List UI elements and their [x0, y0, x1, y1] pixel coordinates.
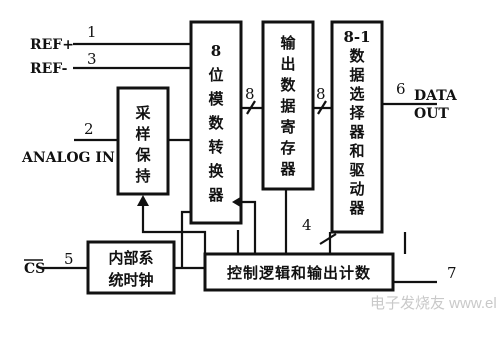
- label-cs: CS: [24, 261, 45, 277]
- block-char: 据: [280, 97, 295, 115]
- block-char: 器: [348, 199, 365, 217]
- block-char: 和: [349, 142, 364, 160]
- pin-count: 7: [447, 264, 457, 282]
- control-logic-block: [203, 252, 395, 292]
- block-char: 8: [211, 42, 221, 60]
- pin-ctrl-bus: 4: [302, 216, 312, 234]
- pin-data-out: 6: [396, 80, 406, 98]
- control-to-sh-line: [141, 200, 207, 268]
- block-char: 据: [349, 66, 364, 84]
- block-char: 择: [349, 104, 365, 122]
- block-char: 8-1: [343, 28, 370, 46]
- sh-arrow-icon: [137, 195, 149, 206]
- block-char: 转: [208, 138, 223, 156]
- control-label: 控制逻辑和输出计数: [227, 264, 371, 282]
- block-char: 数: [208, 114, 224, 132]
- label-ref-plus: REF+: [30, 37, 74, 53]
- label-ref-minus: REF-: [30, 61, 68, 77]
- block-char: 持: [135, 167, 150, 185]
- adc-arrow-icon: [232, 196, 242, 208]
- block-char: 位: [208, 66, 223, 84]
- block-char: 换: [208, 162, 224, 180]
- pin-ref-plus: 1: [87, 23, 97, 41]
- block-char: 输: [280, 34, 296, 52]
- block-char: 数: [349, 47, 365, 65]
- pin-cs: 5: [64, 250, 74, 268]
- clock-to-adc-line: [180, 210, 191, 268]
- clock-label-line2: 统时钟: [108, 271, 153, 289]
- bus-slash-2: [317, 100, 327, 115]
- block-char: 出: [280, 55, 295, 73]
- bus-slash-1: [246, 100, 256, 115]
- bus-slash-3: [319, 233, 337, 245]
- pin-bus-register: 8: [316, 85, 326, 103]
- pin-analog-in: 2: [84, 120, 94, 138]
- output-register-block: [261, 20, 315, 191]
- pin-bus-adc: 8: [245, 85, 255, 103]
- adc-block: [189, 20, 243, 225]
- label-data-out-2: OUT: [414, 106, 449, 122]
- block-char: 保: [134, 146, 151, 164]
- block-char: 器: [348, 123, 365, 141]
- block-char: 存: [280, 139, 295, 157]
- block-char: 器: [207, 186, 224, 204]
- pin-ref-minus: 3: [87, 50, 97, 68]
- block-char: 动: [349, 180, 364, 198]
- block-char: 样: [135, 125, 150, 143]
- internal-clock-block: [86, 240, 176, 295]
- label-analog-in: ANALOG IN: [21, 150, 115, 166]
- block-char: 器: [279, 160, 296, 178]
- block-char: 模: [208, 90, 224, 108]
- block-char: 数: [280, 76, 296, 94]
- watermark: 电子发烧友 www.elecfans.com: [370, 295, 497, 312]
- block-char: 采: [134, 104, 151, 122]
- mux-driver-block: [330, 20, 384, 234]
- clock-label-line1: 内部系: [108, 249, 153, 267]
- block-char: 驱: [349, 161, 364, 179]
- block-char: 选: [349, 85, 364, 103]
- label-data-out-1: DATA: [414, 88, 458, 104]
- block-char: 寄: [280, 118, 295, 136]
